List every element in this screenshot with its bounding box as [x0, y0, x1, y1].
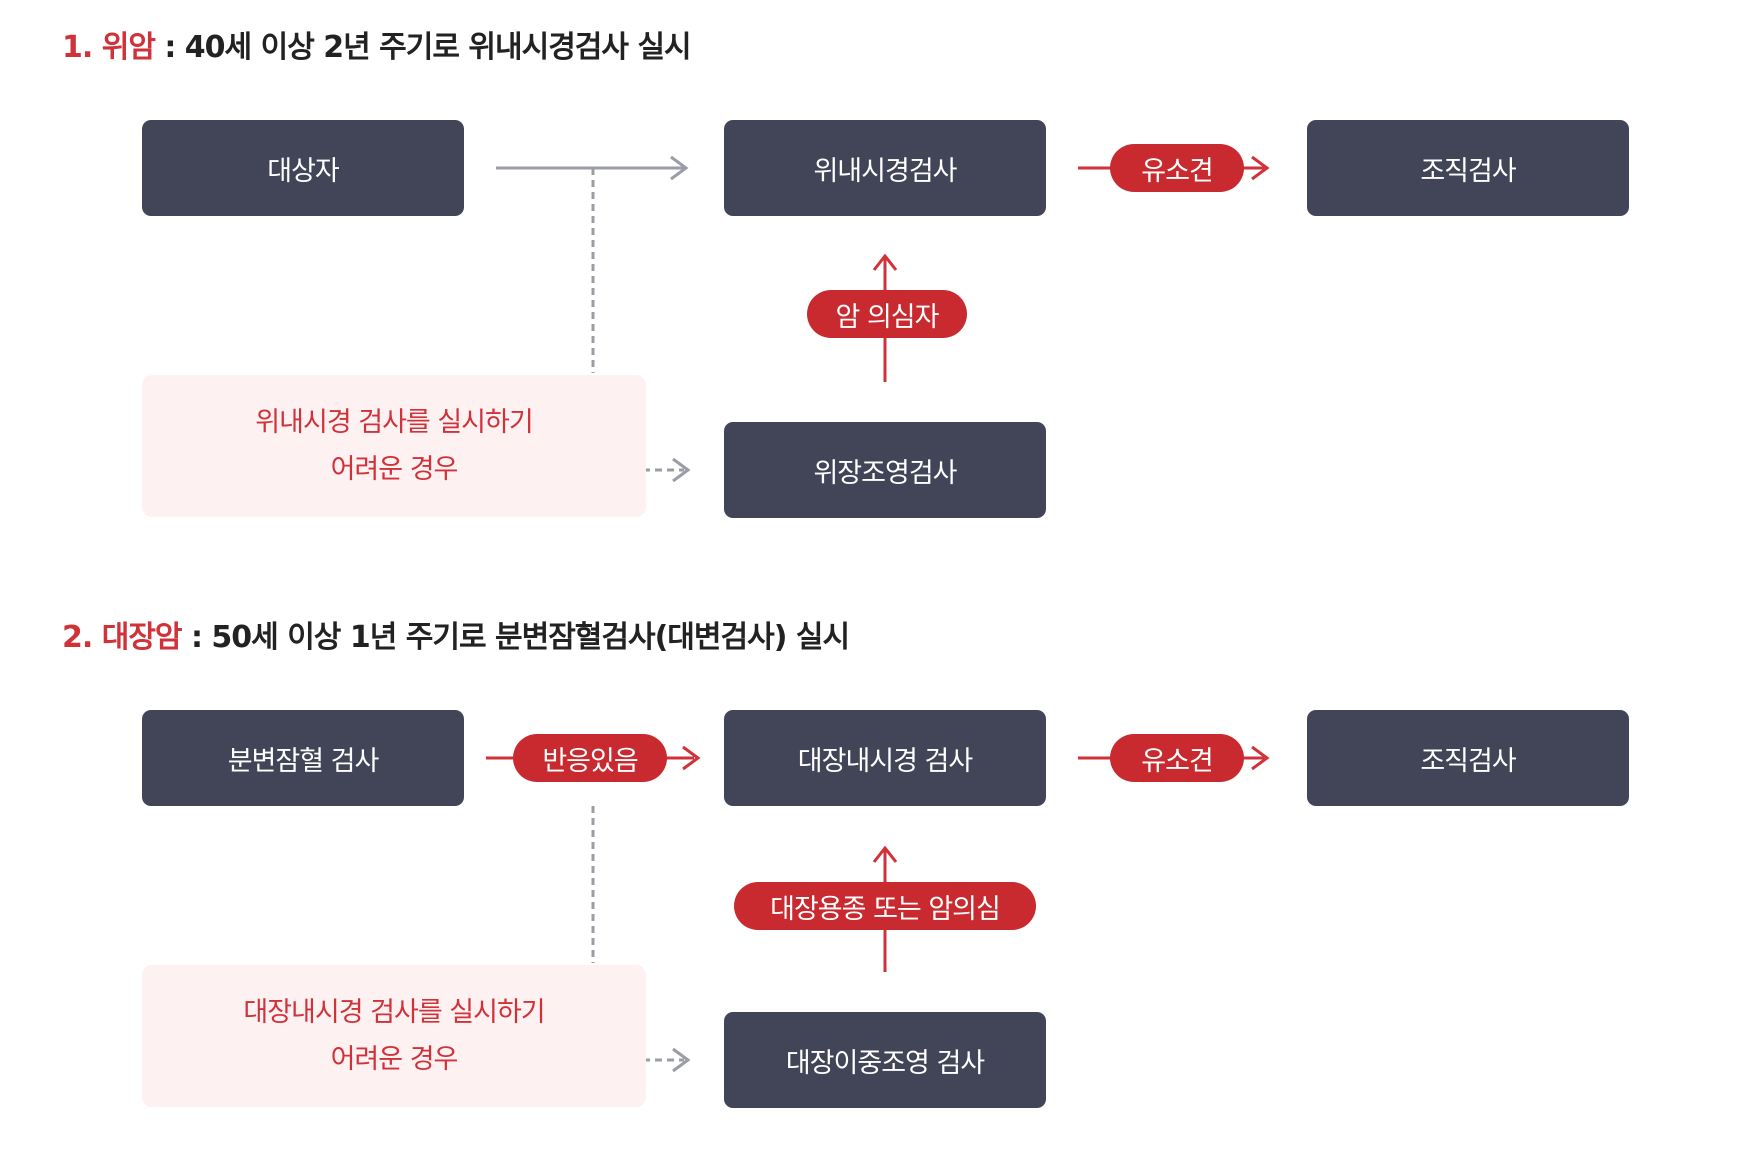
gastric-alternative-note: 위내시경 검사를 실시하기 어려운 경우: [142, 375, 646, 517]
double-contrast-barium-enema-box: 대장이중조영 검사: [724, 1012, 1046, 1108]
gastroscopy-box: 위내시경검사: [724, 120, 1046, 216]
colon-biopsy-box: 조직검사: [1307, 710, 1629, 806]
colonoscopy-box: 대장내시경 검사: [724, 710, 1046, 806]
gastric-note-line2: 어려운 경우: [330, 454, 459, 485]
colon-note-line1: 대장내시경 검사를 실시하기: [243, 997, 545, 1028]
fecal-occult-blood-test-box: 분변잠혈 검사: [142, 710, 464, 806]
section2-heading: 2. 대장암 : 50세 이상 1년 주기로 분변잠혈검사(대변검사) 실시: [62, 612, 850, 656]
colon-suspect-label: 대장용종 또는 암의심: [734, 882, 1036, 930]
gastric-suspect-label: 암 의심자: [807, 290, 967, 338]
section2-description: : 50세 이상 1년 주기로 분변잠혈검사(대변검사) 실시: [181, 620, 850, 655]
gastric-finding-label: 유소견: [1110, 144, 1244, 192]
gastric-note-line1: 위내시경 검사를 실시하기: [255, 407, 533, 438]
section2-number: 2. 대장암: [62, 620, 183, 655]
colon-finding-label: 유소견: [1110, 734, 1244, 782]
section1-number: 1. 위암: [62, 30, 156, 65]
gastric-biopsy-box: 조직검사: [1307, 120, 1629, 216]
reaction-label: 반응있음: [513, 734, 667, 782]
target-box: 대상자: [142, 120, 464, 216]
upper-gi-series-box: 위장조영검사: [724, 422, 1046, 518]
colon-note-line2: 어려운 경우: [330, 1044, 459, 1075]
section1-description: : 40세 이상 2년 주기로 위내시경검사 실시: [154, 30, 691, 65]
colon-alternative-note: 대장내시경 검사를 실시하기 어려운 경우: [142, 965, 646, 1107]
section1-heading: 1. 위암 : 40세 이상 2년 주기로 위내시경검사 실시: [62, 22, 692, 66]
